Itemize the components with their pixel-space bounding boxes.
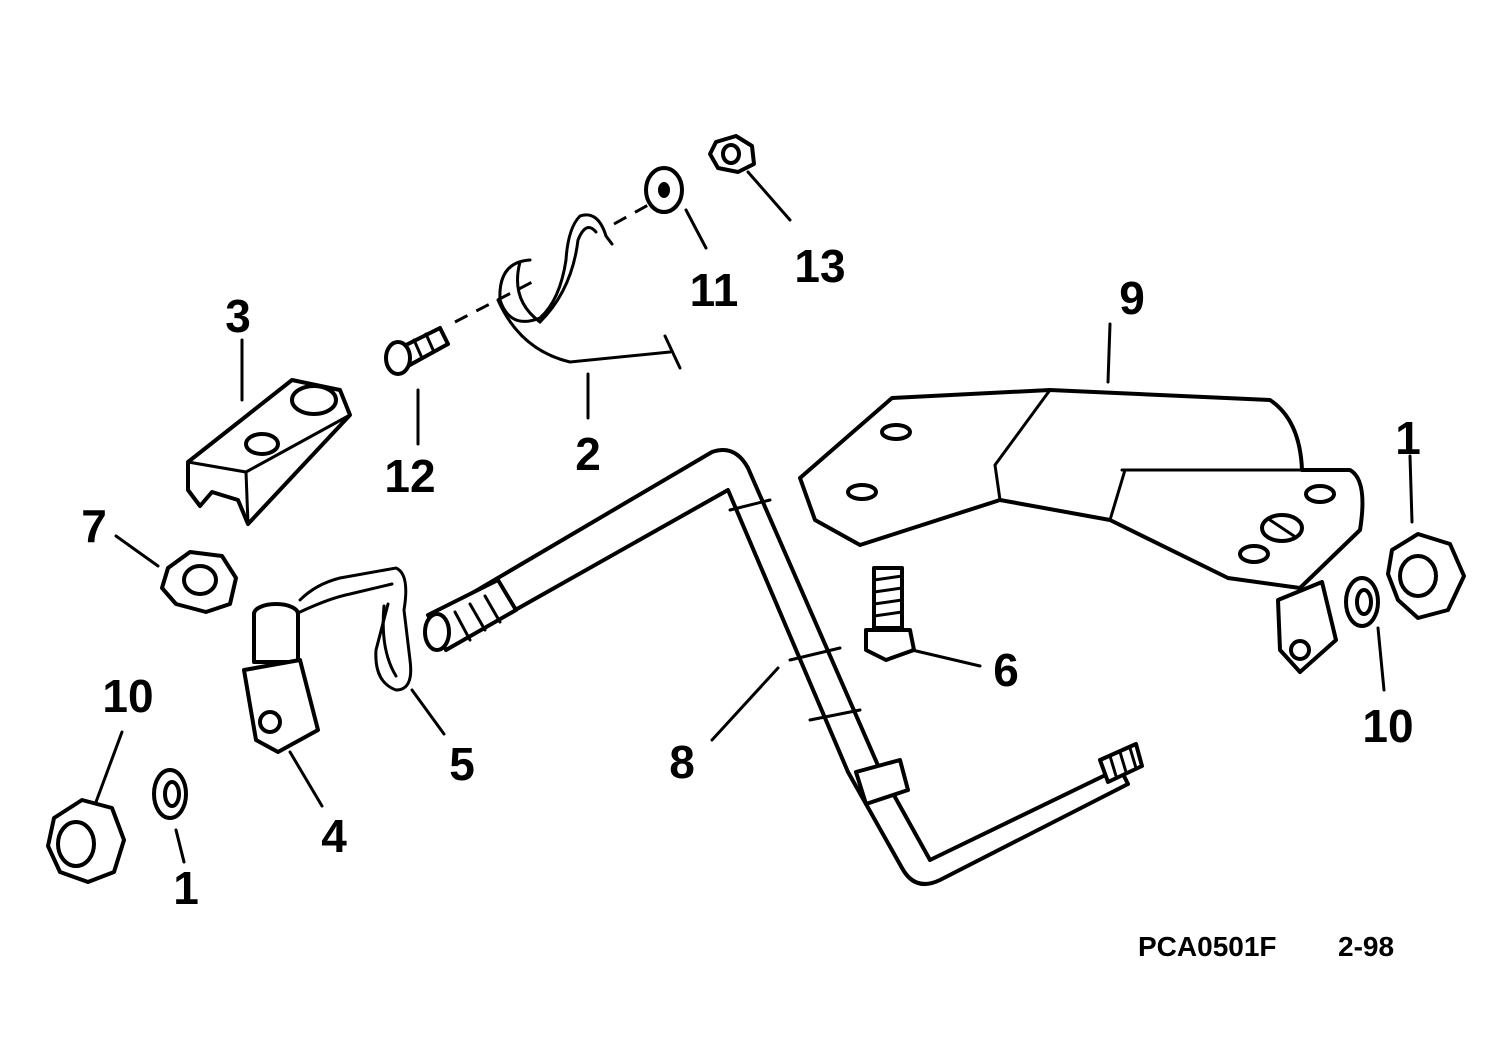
callout-1-right: 1 bbox=[1395, 412, 1421, 464]
part-13-nut bbox=[708, 134, 756, 174]
callout-9: 9 bbox=[1119, 272, 1145, 324]
callout-labels: 1 2 3 4 5 6 7 8 9 10 11 12 13 1 10 bbox=[81, 240, 1421, 914]
part-6-bolt bbox=[864, 566, 916, 662]
reference-code: PCA0501F bbox=[1138, 931, 1277, 962]
callout-5: 5 bbox=[449, 738, 475, 790]
part-5-clip bbox=[298, 566, 413, 692]
callout-10-right: 10 bbox=[1362, 700, 1413, 752]
part-2-wire-retainer bbox=[496, 213, 682, 370]
part-10-nut-left bbox=[46, 798, 126, 884]
part-1-washer-left bbox=[152, 768, 188, 820]
callout-8: 8 bbox=[669, 736, 695, 788]
part-12-screw bbox=[384, 326, 450, 376]
callout-3: 3 bbox=[225, 290, 251, 342]
part-8-shift-rod bbox=[423, 448, 1144, 886]
callout-10-left: 10 bbox=[102, 670, 153, 722]
revision-date: 2-98 bbox=[1338, 931, 1394, 962]
part-7-lock-nut bbox=[160, 550, 238, 614]
callout-2: 2 bbox=[575, 428, 601, 480]
part-9-lever-bracket bbox=[798, 388, 1365, 674]
part-1-nut-right bbox=[1386, 532, 1466, 620]
callout-7: 7 bbox=[81, 500, 107, 552]
callout-11: 11 bbox=[690, 264, 739, 316]
callout-1-left: 1 bbox=[173, 862, 199, 914]
part-10-washer-right bbox=[1344, 576, 1380, 628]
callout-12: 12 bbox=[384, 450, 435, 502]
callout-13: 13 bbox=[794, 240, 845, 292]
leader-lines bbox=[94, 170, 1414, 864]
part-4-ball-joint bbox=[242, 602, 320, 754]
part-3-anchor-block bbox=[186, 378, 352, 526]
callout-4: 4 bbox=[321, 810, 347, 862]
callout-6: 6 bbox=[993, 644, 1019, 696]
part-11-washer bbox=[644, 166, 684, 214]
